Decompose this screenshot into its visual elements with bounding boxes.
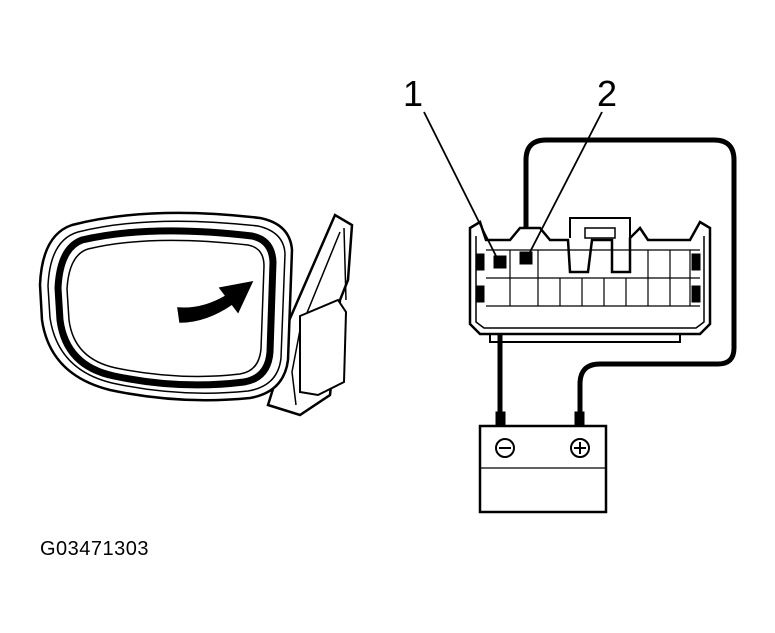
battery-positive-icon (570, 438, 590, 458)
positive-lead-wire (523, 137, 737, 425)
callout-2-label: 2 (597, 73, 618, 114)
mirror-glass (66, 239, 265, 378)
connector-terminal-2 (519, 251, 533, 265)
mirror-glass-rim (54, 227, 277, 389)
mirror-mount-block (299, 298, 348, 397)
negative-lead-tip (495, 411, 506, 427)
mirror-connector (468, 217, 712, 343)
positive-lead-tip (574, 411, 585, 427)
callout-leaders (423, 111, 603, 257)
callout-1-leader (423, 111, 497, 257)
connector-cavities (486, 249, 700, 307)
battery (478, 424, 608, 514)
callout-1-label: 1 (403, 73, 424, 114)
callout-2-leader (529, 111, 603, 253)
side-mirror (38, 211, 354, 417)
figure-id: G03471303 (40, 538, 150, 560)
tilt-direction-arrow (177, 280, 254, 323)
battery-negative-icon (495, 438, 515, 458)
battery-case (478, 424, 608, 514)
connector-terminal-1 (493, 255, 507, 269)
